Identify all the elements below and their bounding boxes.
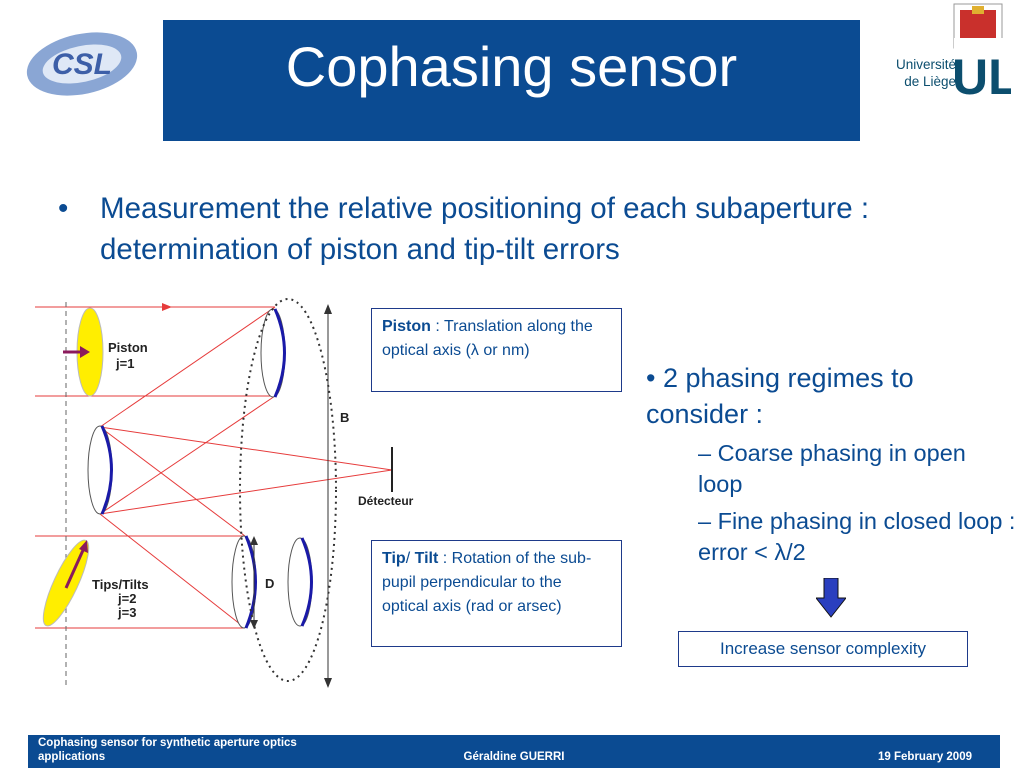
d-label: D xyxy=(265,576,274,591)
bullet-marker: • xyxy=(58,192,69,225)
tips-index-1: j=2 xyxy=(117,591,136,606)
tip-tilt-definition: : Rotation of the sub-pupil perpendicula… xyxy=(382,550,592,615)
light-rays xyxy=(35,306,393,629)
csl-logo-text: CSL xyxy=(52,48,112,81)
down-arrow-icon xyxy=(814,577,848,618)
sensor-complexity-box: Increase sensor complexity xyxy=(678,631,968,667)
detector-label: Détecteur xyxy=(358,494,414,508)
tip-tilt-separator: / xyxy=(405,550,415,567)
synthetic-aperture xyxy=(239,298,337,682)
tilt-arrow xyxy=(79,540,88,553)
piston-index: j=1 xyxy=(115,356,134,371)
university-line-1: Université xyxy=(895,57,956,72)
university-line-2: de Liège xyxy=(904,74,956,89)
tip-tilt-definition-box: Tip/ Tilt : Rotation of the sub-pupil pe… xyxy=(371,540,622,647)
piston-label: Piston xyxy=(108,340,148,355)
b-label: B xyxy=(340,410,349,425)
tips-label: Tips/Tilts xyxy=(92,577,149,592)
regime-item: – Coarse phasing in open loop xyxy=(698,440,966,497)
university-name: Université de Liège xyxy=(866,56,956,90)
slide-title: Cophasing sensor xyxy=(285,35,738,98)
ulg-mark: ULg xyxy=(952,49,1011,102)
tip-term: Tip xyxy=(382,550,406,567)
footer-date: 19 February 2009 xyxy=(878,751,972,763)
regimes-heading: • 2 phasing regimes to consider : xyxy=(646,363,914,429)
piston-definition-box: Piston : Translation along the optical a… xyxy=(371,308,622,392)
piston-term: Piston xyxy=(382,318,431,335)
piston-arrow xyxy=(80,346,90,358)
footer-author: Géraldine GUERRI xyxy=(463,751,565,763)
piston-definition: : Translation along the optical axis (λ … xyxy=(382,318,593,359)
phasing-regimes: • 2 phasing regimes to consider : – Coar… xyxy=(646,360,1016,568)
optical-diagram: Piston j=1 Tips/Tilts j=2 j=3 B D Détect… xyxy=(30,292,430,692)
bullet-text: Measurement the relative positioning of … xyxy=(100,192,870,266)
footer-presentation-title: Cophasing sensor for synthetic aperture … xyxy=(38,737,297,763)
footer-bar: Cophasing sensor for synthetic aperture … xyxy=(28,735,1000,768)
title-banner: Cophasing sensor xyxy=(163,20,860,141)
tilt-term: Tilt xyxy=(414,550,439,567)
regime-item: – Fine phasing in closed loop : error < … xyxy=(698,508,1016,565)
sensor-complexity-text: Increase sensor complexity xyxy=(720,639,926,658)
tips-index-2: j=3 xyxy=(117,605,136,620)
csl-logo: CSL xyxy=(22,26,147,100)
